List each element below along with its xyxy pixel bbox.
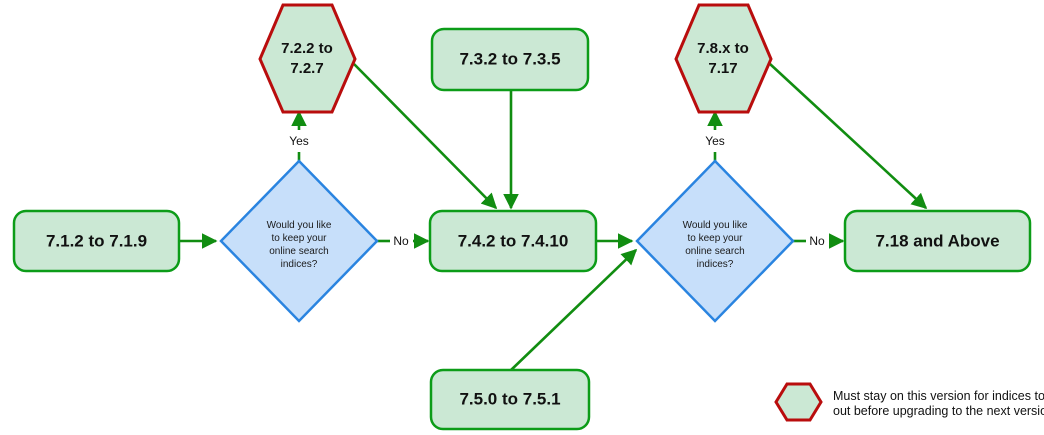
edge-722-to-742 [353,63,498,210]
decision1-line4: indices? [281,259,318,270]
node-732-shape[interactable] [430,27,590,92]
edge-label-yes-1: Yes [289,134,309,148]
edge-750-to-decision2 [509,248,638,372]
node-decision-keep-indices-2[interactable]: Would you like to keep your online searc… [635,159,795,323]
node-decision-keep-indices-1[interactable]: Would you like to keep your online searc… [219,159,379,323]
node-78x-to-717[interactable]: 7.8.x to 7.17 [674,3,773,114]
node-732-to-735[interactable]: 7.3.2 to 7.3.5 [430,27,590,92]
node-722-label-line1: 7.2.2 to [281,40,333,57]
node-742-to-7410[interactable]: 7.4.2 to 7.4.10 [428,209,598,273]
node-718-shape[interactable] [843,209,1032,273]
node-722-to-727[interactable]: 7.2.2 to 7.2.7 [258,3,357,114]
edge-78x-to-718 [769,63,928,210]
decision1-line2: to keep your [271,233,327,244]
node-78x-hexagon-shape[interactable] [674,3,773,114]
edge-label-no-1: No [393,234,409,248]
edge-label-yes-2: Yes [705,134,725,148]
decision2-diamond-shape[interactable] [635,159,795,323]
decision1-line1: Would you like [267,220,332,231]
decision2-line1: Would you like [683,220,748,231]
yes-label-1-backdrop [286,132,312,148]
edge-label-no-2: No [809,234,825,248]
node-712-shape[interactable] [12,209,181,273]
node-718-label: 7.18 and Above [875,231,999,250]
legend: Must stay on this version for indices to… [774,382,1044,422]
node-750-shape[interactable] [429,368,591,431]
node-722-hexagon-shape[interactable] [258,3,357,114]
node-78x-label-line1: 7.8.x to [697,40,749,57]
legend-text-line2: out before upgrading to the next version… [833,404,1044,418]
node-750-to-751[interactable]: 7.5.0 to 7.5.1 [429,368,591,431]
decision1-diamond-shape[interactable] [219,159,379,323]
yes-label-2-backdrop [702,132,728,148]
node-750-label: 7.5.0 to 7.5.1 [459,389,560,408]
node-78x-label-line2: 7.17 [708,60,737,77]
edge-label-group: Yes No Yes No [286,132,825,248]
node-722-label-line2: 7.2.7 [290,60,323,77]
legend-text-line1: Must stay on this version for indices to… [833,389,1044,403]
node-712-to-719[interactable]: 7.1.2 to 7.1.9 [12,209,181,273]
legend-hexagon-swatch [774,382,823,422]
node-732-label: 7.3.2 to 7.3.5 [459,49,560,68]
node-718-and-above[interactable]: 7.18 and Above [843,209,1032,273]
node-742-label: 7.4.2 to 7.4.10 [458,231,569,250]
decision2-line4: indices? [697,259,734,270]
node-712-label: 7.1.2 to 7.1.9 [46,231,147,250]
node-742-shape[interactable] [428,209,598,273]
decision2-line3: online search [685,246,744,257]
edge-group [179,63,928,372]
decision1-line3: online search [269,246,328,257]
decision2-line2: to keep your [687,233,743,244]
